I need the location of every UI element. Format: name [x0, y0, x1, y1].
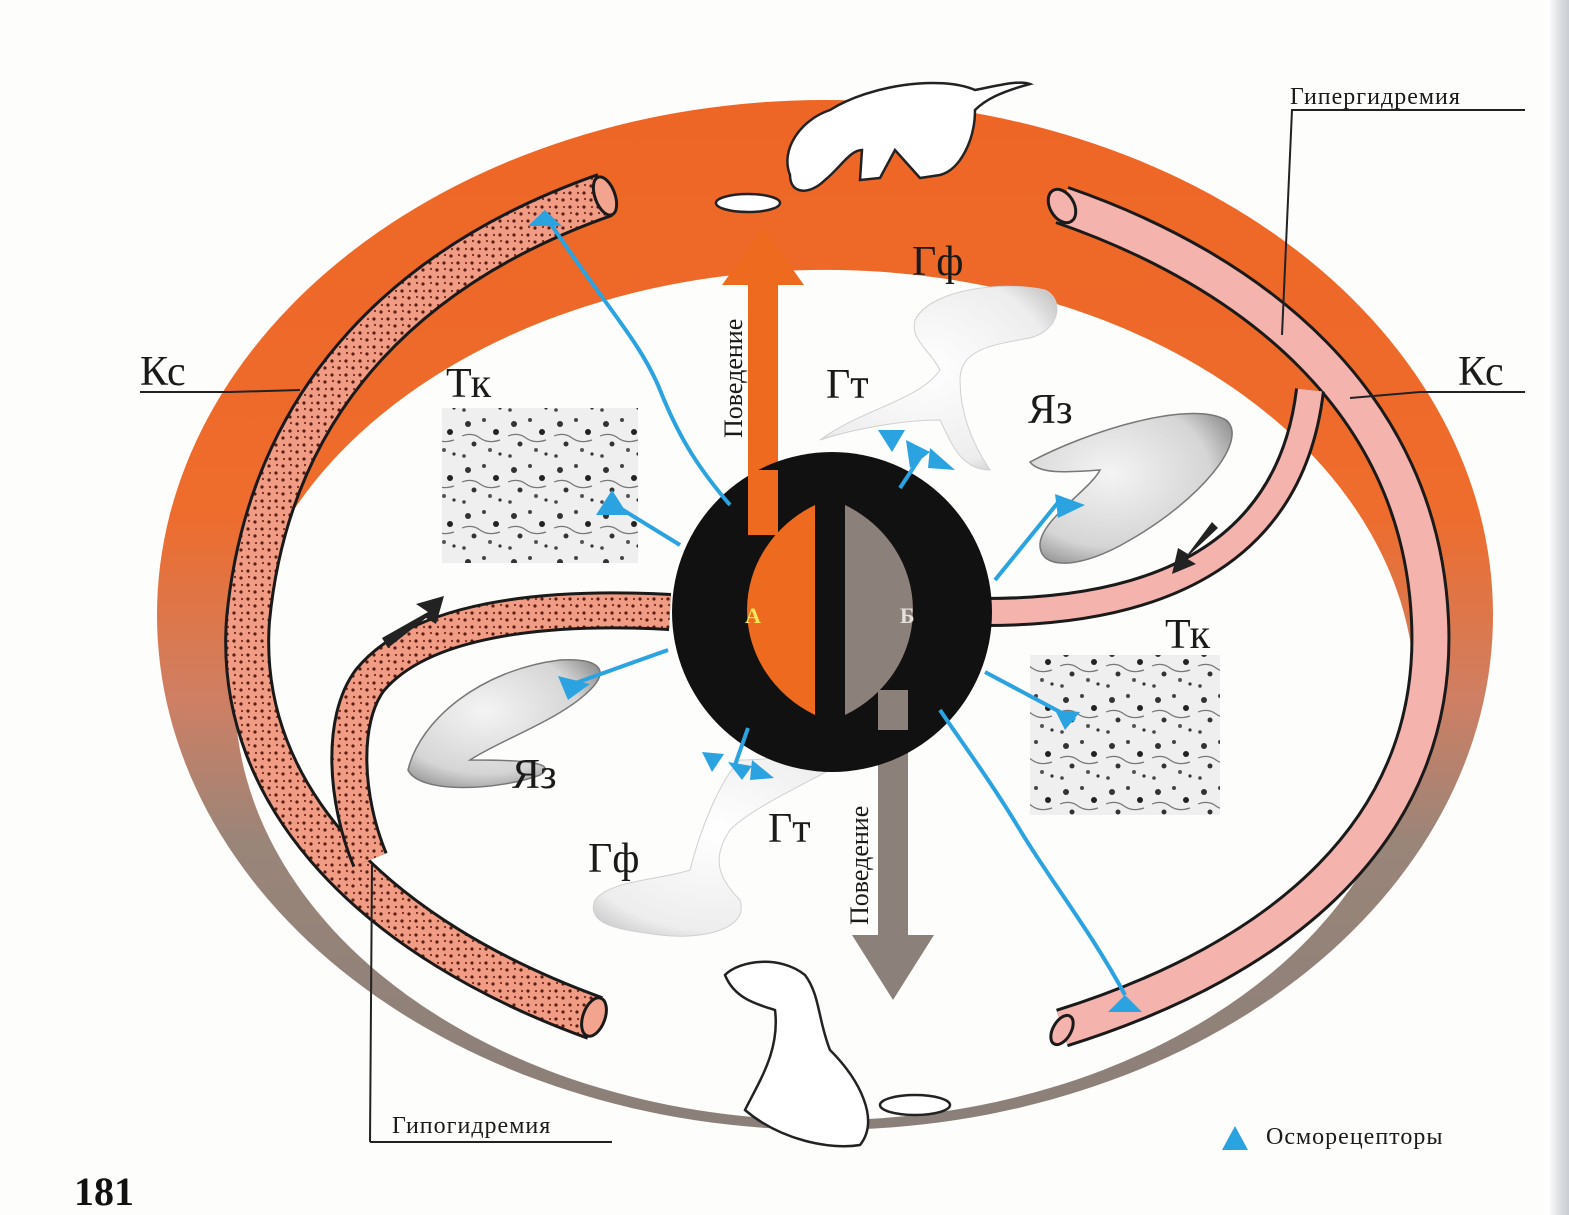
label-behavior-top: Поведение [719, 319, 748, 438]
label-yaz-bottom: Яз [512, 752, 557, 798]
label-tk-bottom: Тк [1165, 612, 1211, 658]
tissue-sample-bottom [1030, 655, 1220, 815]
page-number: 181 [74, 1168, 134, 1215]
label-kc-right: Кс [1458, 349, 1504, 395]
label-hypohydremia: Гипогидремия [392, 1113, 551, 1139]
label-center-b: Б [900, 603, 915, 628]
label-gt-bottom: Гт [768, 806, 811, 852]
legend: Осморецепторы [1222, 1124, 1443, 1151]
gland-bottom-left [408, 660, 600, 788]
label-yaz-top: Яз [1028, 387, 1073, 433]
page-edge [1548, 0, 1569, 1215]
label-center-a: А [745, 603, 761, 628]
label-hyperhydremia: Гипергидремия [1290, 84, 1461, 110]
central-integrator [672, 452, 992, 772]
label-tk-top: Тк [446, 361, 492, 407]
label-kc-left: Кс [140, 349, 186, 395]
label-gt-top: Гт [826, 362, 869, 408]
triangle-icon [1222, 1126, 1248, 1150]
label-gf-top: Гф [912, 239, 964, 285]
legend-osmoreceptors: Осморецепторы [1266, 1124, 1443, 1151]
label-behavior-bottom: Поведение [845, 806, 874, 925]
tissue-sample-top [442, 408, 638, 563]
label-gf-bottom: Гф [588, 836, 640, 882]
